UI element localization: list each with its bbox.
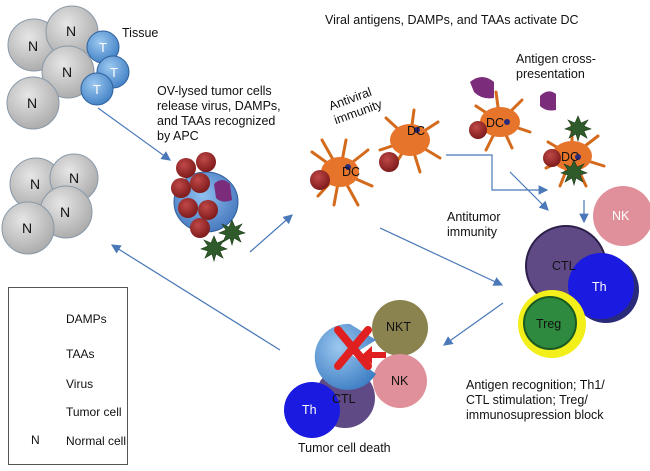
tumor-death-cluster [284, 300, 428, 438]
normal-letter: N [30, 176, 41, 192]
dc-label: DC [342, 165, 361, 179]
legend-damps: DAMPs [66, 312, 107, 326]
legend-taas: TAAs [66, 347, 95, 361]
dc-label: DC [407, 124, 426, 138]
legend-normal-cell: Normal cell [66, 434, 127, 448]
nkt-label: NKT [386, 320, 411, 334]
nk-label: NK [391, 374, 409, 388]
ctl-label: CTL [332, 392, 356, 406]
headline: Viral antigens, DAMPs, and TAAs activate… [325, 13, 579, 27]
tissue-label: Tissue [122, 26, 159, 40]
tissue-cluster [6, 5, 130, 130]
normal-cell-cluster [1, 153, 99, 255]
tumor-death-label: Tumor cell death [298, 441, 391, 455]
tumor-letter: T [99, 40, 107, 55]
dc-label: DC [486, 116, 505, 130]
legend-virus: Virus [66, 377, 94, 391]
legend: DAMPs TAAs Virus Tumor cell Normal cell [8, 287, 128, 465]
tumor-letter: T [93, 82, 101, 97]
normal-letter: N [66, 23, 77, 39]
antitumor-label: Antitumor immunity [447, 210, 501, 239]
legend-tumor-letter: T [32, 404, 40, 418]
nk-label: NK [612, 209, 630, 223]
normal-letter: N [69, 170, 80, 186]
flow-arrows [97, 107, 589, 351]
lysed-tumor-cell [171, 152, 246, 262]
ctl-label: CTL [552, 259, 576, 273]
cross-presentation-label: Antigen cross- presentation [516, 52, 596, 81]
dc-label: DC [561, 150, 580, 164]
recognition-text: Antigen recognition; Th1/ CTL stimulatio… [466, 378, 605, 422]
effector-cluster [518, 186, 650, 358]
normal-letter: N [60, 204, 71, 220]
normal-letter: N [28, 38, 39, 54]
legend-tumor-cell: Tumor cell [66, 405, 122, 419]
legend-normal-letter: N [31, 433, 40, 447]
normal-letter: N [27, 95, 38, 111]
th-label: Th [592, 280, 607, 294]
normal-letter: N [22, 220, 33, 236]
ov-lysed-text: OV-lysed tumor cells release virus, DAMP… [157, 84, 281, 143]
th-label: Th [302, 403, 317, 417]
normal-letter: N [62, 64, 73, 80]
treg-label: Treg [536, 317, 562, 331]
tumor-letter: T [110, 65, 118, 80]
